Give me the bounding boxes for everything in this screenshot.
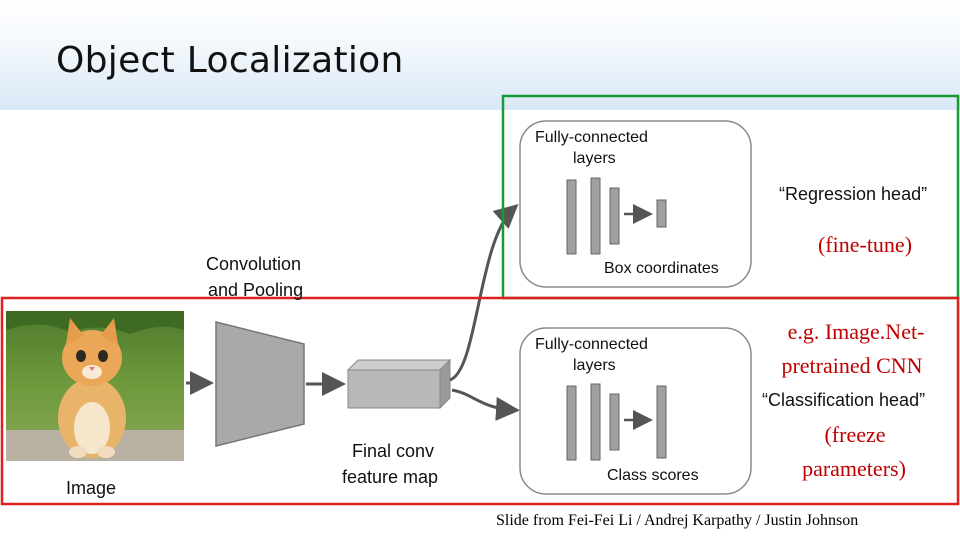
regression-head-label: “Regression head” bbox=[779, 184, 928, 204]
kitten-image bbox=[6, 311, 184, 461]
freeze-note-line1: (freeze bbox=[824, 422, 886, 447]
arrow-to-classification-head bbox=[451, 388, 520, 421]
arrow-to-regression-head bbox=[449, 204, 519, 382]
slide-credit: Slide from Fei-Fei Li / Andrej Karpathy … bbox=[496, 512, 859, 529]
title-band bbox=[0, 0, 960, 110]
pretrained-note-line2: pretrained CNN bbox=[781, 353, 923, 378]
class-scores-label: Class scores bbox=[607, 467, 699, 484]
freeze-note-line2: parameters) bbox=[802, 456, 906, 481]
classification-head-label: “Classification head” bbox=[762, 390, 926, 410]
conv-label-line1: Convolution bbox=[206, 254, 302, 274]
regression-fc-layers bbox=[566, 177, 667, 255]
feature-map-block bbox=[346, 358, 452, 410]
box-coordinates-label: Box coordinates bbox=[604, 260, 719, 277]
conv-pooling-block bbox=[215, 321, 305, 447]
frozen-cnn-outline bbox=[0, 296, 960, 506]
regression-fc-label-line2: layers bbox=[573, 150, 616, 167]
feature-map-label-line2: feature map bbox=[342, 467, 439, 487]
fine-tune-note: (fine-tune) bbox=[817, 232, 913, 257]
regression-fc-label-line1: Fully-connected bbox=[535, 129, 648, 146]
slide-title: Object Localization bbox=[56, 40, 404, 81]
image-label: Image bbox=[66, 478, 117, 498]
classification-fc-label-line2: layers bbox=[573, 357, 616, 374]
conv-label-line2: and Pooling bbox=[208, 280, 304, 300]
feature-map-label-line1: Final conv bbox=[352, 441, 435, 461]
pretrained-note-line1: e.g. Image.Net- bbox=[787, 319, 925, 344]
classification-fc-layers bbox=[566, 383, 667, 461]
classification-fc-label-line1: Fully-connected bbox=[535, 336, 648, 353]
